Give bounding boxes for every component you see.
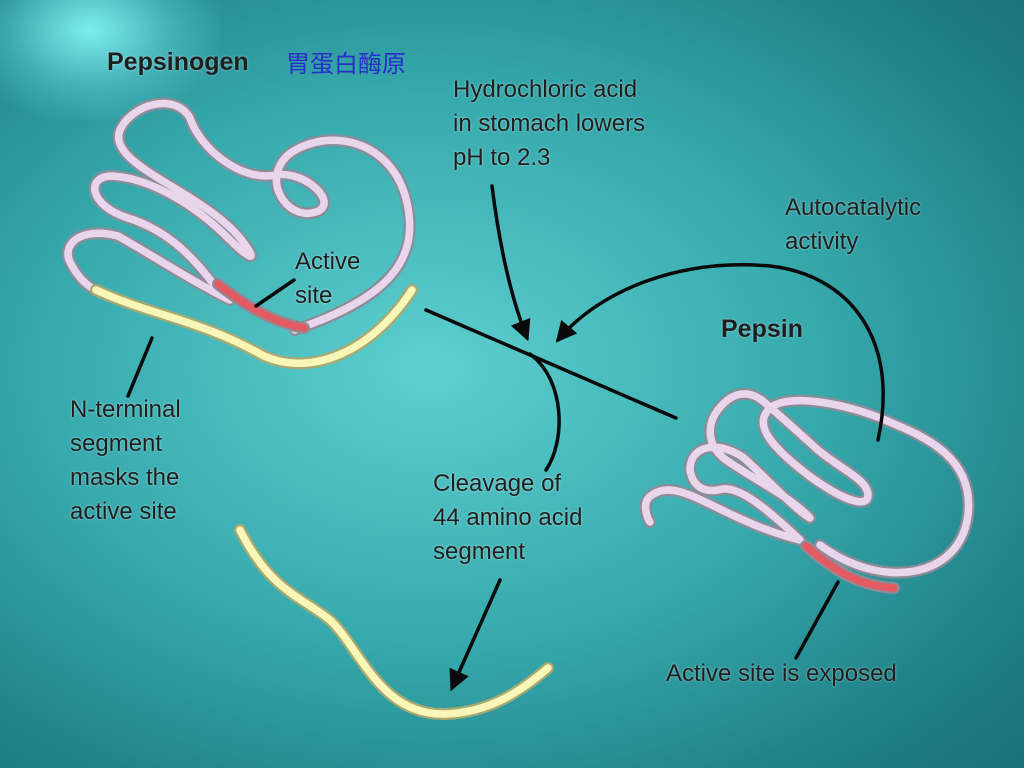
n-terminal-segment-attached (90, 284, 418, 370)
exposed-note: Active site is exposed (666, 660, 897, 687)
hcl-note-line-1: Hydrochloric acid (453, 76, 638, 103)
cleaved-n-terminal-segment (234, 524, 554, 721)
hcl-arrow (490, 184, 531, 342)
exposed-pointer (794, 580, 840, 660)
cleavage-curve (528, 352, 561, 472)
reaction-lines (126, 184, 885, 692)
n-terminal-pointer (126, 336, 154, 398)
pepsinogen-active-site (212, 278, 310, 334)
pepsin-molecule (646, 394, 969, 594)
pepsin-active-site (800, 540, 900, 594)
active-site-label-line-1: Active (295, 248, 361, 275)
hcl-note-line-3: pH to 2.3 (453, 144, 551, 171)
active-site-label-line-2: site (295, 282, 333, 309)
n-terminal-note-line-4: active site (70, 498, 177, 525)
cleavage-note-line-2: 44 amino acid (433, 504, 583, 531)
autocatalytic-note-line-1: Autocatalytic (785, 194, 922, 221)
pepsinogen-title: Pepsinogen (107, 48, 249, 76)
cleavage-note-line-3: segment (433, 538, 526, 565)
active-site-pointer (254, 278, 296, 308)
n-terminal-note-line-3: masks the (70, 464, 180, 491)
conversion-line (424, 308, 678, 420)
cleavage-arrow (449, 578, 502, 692)
n-terminal-note-line-2: segment (70, 430, 163, 457)
n-terminal-note-line-1: N-terminal (70, 396, 181, 423)
pepsin-title: Pepsin (721, 315, 803, 343)
hcl-note-line-2: in stomach lowers (453, 110, 646, 137)
autocatalytic-note-line-2: activity (785, 228, 859, 255)
pepsinogen-title-chinese: 胃蛋白酶原 (286, 50, 406, 78)
autocatalytic-arrow (555, 263, 885, 442)
cleavage-note-line-1: Cleavage of (433, 470, 562, 497)
pepsinogen-molecule (68, 103, 418, 370)
